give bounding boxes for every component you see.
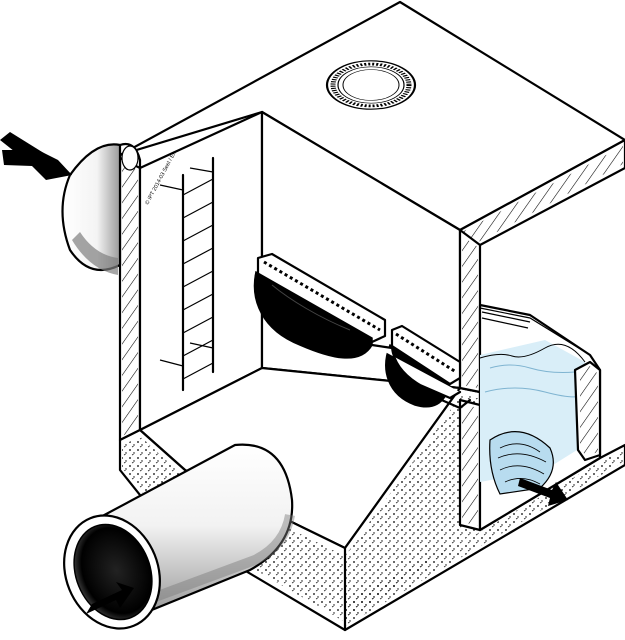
outlet-channel [478, 303, 602, 532]
outlet-pipe [63, 443, 295, 630]
roof-slab [118, 0, 625, 257]
left-wall-section [118, 156, 142, 442]
manhole-cover-icon [325, 60, 417, 110]
outlet-pipe-arrow-icon [86, 582, 134, 614]
gate-trough [370, 343, 472, 410]
inlet-pipe [61, 142, 142, 275]
ladder-icon [159, 156, 215, 392]
divider-wall-section [458, 228, 482, 532]
flap-gate-left [253, 252, 387, 359]
inlet-arrow-icon [0, 132, 72, 180]
outlet-channel-arrow-icon [518, 478, 568, 506]
